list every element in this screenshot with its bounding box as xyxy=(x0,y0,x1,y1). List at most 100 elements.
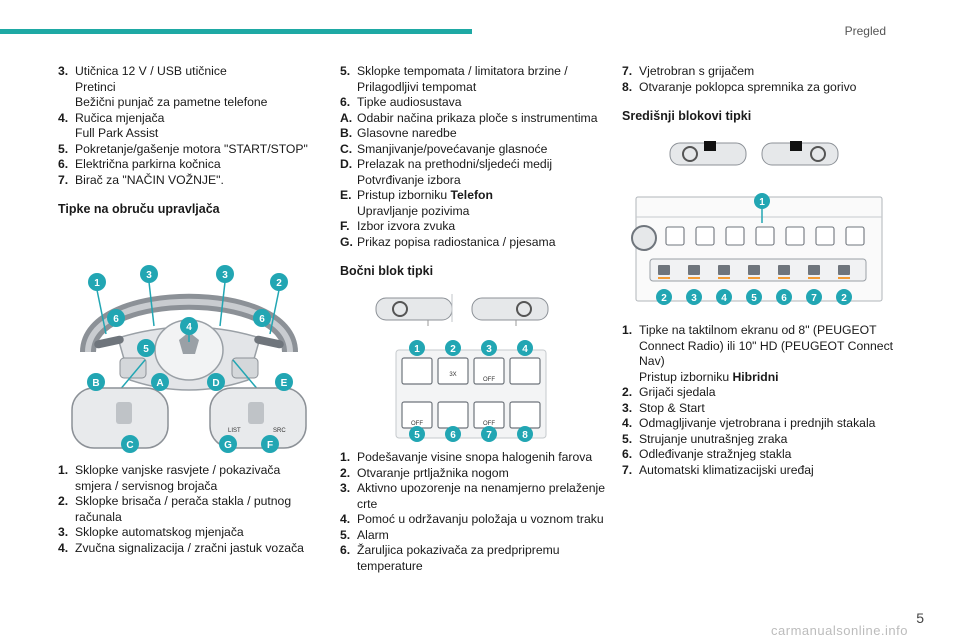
list-item: 5. Alarm xyxy=(340,528,608,544)
column-2: 5.Sklopke tempomata / limitatora brzine … xyxy=(340,64,608,574)
key-off-label-1: OFF xyxy=(483,377,495,383)
list-item: B. Glasovne naredbe xyxy=(340,126,608,142)
item-line: Izbor izvora zvuka xyxy=(357,219,456,233)
item-line: Smanjivanje/povećavanje glasnoće xyxy=(357,141,548,156)
item-key: 6. xyxy=(340,543,351,557)
callout-2: 2 xyxy=(276,278,282,289)
item-line: Pomoć u održavanju položaja u voznom tra… xyxy=(357,512,604,526)
callout-1: 1 xyxy=(94,278,100,289)
item-line: Tipke audiosustava xyxy=(357,95,462,109)
item-key: 8. xyxy=(622,79,633,94)
list-item: 2.Grijači sjedala xyxy=(622,385,894,401)
callout-D: D xyxy=(212,378,219,389)
item-line: Pokretanje/gašenje motora "START/STOP" xyxy=(75,141,308,156)
steering-wheel-diagram: LIST SRC 1 2 3 3 4 5 6 6 B A C D E G F xyxy=(71,264,307,453)
list-item: 7. Vjetrobran s grijačem xyxy=(622,64,894,80)
item-line: Glasovne naredbe xyxy=(357,126,457,140)
item-line: Odmagljivanje vjetrobrana i prednjih sta… xyxy=(639,416,876,430)
item-key: E. xyxy=(340,188,352,202)
item-line: Aktivno upozorenje na nenamjerno prelaže… xyxy=(357,481,605,511)
callout-3a: 3 xyxy=(146,270,152,281)
console-callout-4: 4 xyxy=(721,293,727,304)
item-key: C. xyxy=(340,141,353,156)
item-key: 5. xyxy=(58,141,69,156)
heading-steering-wheel: Tipke na obruču upravljača xyxy=(58,202,220,216)
item-line: Prikaz popisa radiostanica / pjesama xyxy=(357,234,556,249)
item-line: Vjetrobran s grijačem xyxy=(639,64,755,78)
item-key: G. xyxy=(340,234,353,249)
callout-4: 4 xyxy=(186,322,192,333)
list-item: 4. Pomoć u održavanju položaja u voznom t… xyxy=(340,512,608,528)
console-callout-7: 7 xyxy=(811,293,817,304)
list-item: 1.Tipke na taktilnom ekranu od 8" (PEUGE… xyxy=(622,323,894,385)
item-line: Ručica mjenjača xyxy=(75,110,165,125)
item-line: Sklopke automatskog mjenjača xyxy=(75,525,244,539)
callout-G: G xyxy=(224,440,232,451)
list-item: 5. Pokretanje/gašenje motora "START/STOP" xyxy=(58,142,320,158)
key-off-label-2: OFF xyxy=(411,421,423,427)
center-console-diagram: 1 2 3 4 5 6 7 2 xyxy=(631,140,883,305)
item-key: 1. xyxy=(340,450,351,464)
item-key: 5. xyxy=(340,527,351,542)
item-key: 2. xyxy=(58,494,69,508)
item-key: 4. xyxy=(340,512,351,526)
item-line: Odleđivanje stražnjeg stakla xyxy=(639,447,792,461)
header-accent-bar xyxy=(0,29,472,34)
console-callout-2a: 2 xyxy=(661,293,667,304)
item-line: Sklopke vanjske rasvjete / pokazivača sm… xyxy=(75,463,281,493)
item-key: A. xyxy=(340,110,353,125)
item-line: Potvrđivanje izbora xyxy=(357,172,461,187)
side-callout-1: 1 xyxy=(414,344,420,355)
callout-A: A xyxy=(156,378,163,389)
list-item: G. Prikaz popisa radiostanica / pjesama xyxy=(340,235,608,251)
item-key: 3. xyxy=(622,400,633,415)
item-line: Utičnica 12 V / USB utičnice xyxy=(75,64,227,78)
section-title: Pregled xyxy=(844,24,886,38)
page-number: 5 xyxy=(916,610,924,626)
item-line: Prelazak na prethodni/sljedeći medij xyxy=(357,157,553,171)
item-key: D. xyxy=(340,157,353,171)
heading-center-console: Središnji blokovi tipki xyxy=(622,109,752,123)
callout-5: 5 xyxy=(143,344,149,355)
src-label: SRC xyxy=(273,428,286,434)
item-key: 3. xyxy=(58,525,69,539)
side-callout-3: 3 xyxy=(486,344,492,355)
list-item: 3.Stop & Start xyxy=(622,401,894,417)
item-key: 4. xyxy=(622,416,633,430)
item-key: 2. xyxy=(340,465,351,480)
list-item: F. Izbor izvora zvuka xyxy=(340,219,608,235)
item-key: 6. xyxy=(622,447,633,461)
key-3x-label: 3X xyxy=(449,372,456,378)
item-key: F. xyxy=(340,219,350,233)
callout-E: E xyxy=(281,378,288,389)
item-key: 6. xyxy=(58,157,69,171)
list-item: 2.Otvaranje prtljažnika nogom xyxy=(340,466,608,482)
list-item: 5.Sklopke tempomata / limitatora brzine … xyxy=(340,64,608,95)
list-item: 3. Sklopke automatskog mjenjača xyxy=(58,525,320,541)
list-item: 1.Podešavanje visine snopa halogenih far… xyxy=(340,450,608,466)
item-line: Prilagodljivi tempomat xyxy=(357,79,477,94)
callout-3b: 3 xyxy=(222,270,228,281)
item-line: Žaruljica pokazivača za predpripremu tem… xyxy=(357,543,560,573)
item-line: Alarm xyxy=(357,527,389,542)
item-line: Otvaranje poklopca spremnika za gorivo xyxy=(639,79,857,94)
side-panel-diagram: 3X OFF OFF OFF 1 2 3 4 5 6 7 8 xyxy=(375,293,549,442)
item-key: 5. xyxy=(340,64,351,78)
side-callout-8: 8 xyxy=(522,430,528,441)
item-key: B. xyxy=(340,126,353,140)
side-callout-5: 5 xyxy=(414,430,420,441)
list-item: 8. Otvaranje poklopca spremnika za gorivo xyxy=(622,80,894,96)
list-item: 1.Sklopke vanjske rasvjete / pokazivača … xyxy=(58,463,320,494)
item-key: 7. xyxy=(622,64,633,78)
callout-B: B xyxy=(92,378,99,389)
item-key: 3. xyxy=(340,481,351,495)
item-line: Tipke na taktilnom ekranu od 8" (PEUGEOT… xyxy=(639,323,894,368)
list-item: 4. Odmagljivanje vjetrobrana i prednjih s… xyxy=(622,416,894,432)
item-bold-text: Hibridni xyxy=(732,369,779,384)
side-callout-7: 7 xyxy=(486,430,492,441)
list-item: C. Smanjivanje/povećavanje glasnoće xyxy=(340,142,608,158)
item-line: Birač za "NAČIN VOŽNJE". xyxy=(75,172,224,187)
side-panel-figure: 3X OFF OFF OFF 1 2 3 4 5 6 7 8 xyxy=(340,292,608,447)
